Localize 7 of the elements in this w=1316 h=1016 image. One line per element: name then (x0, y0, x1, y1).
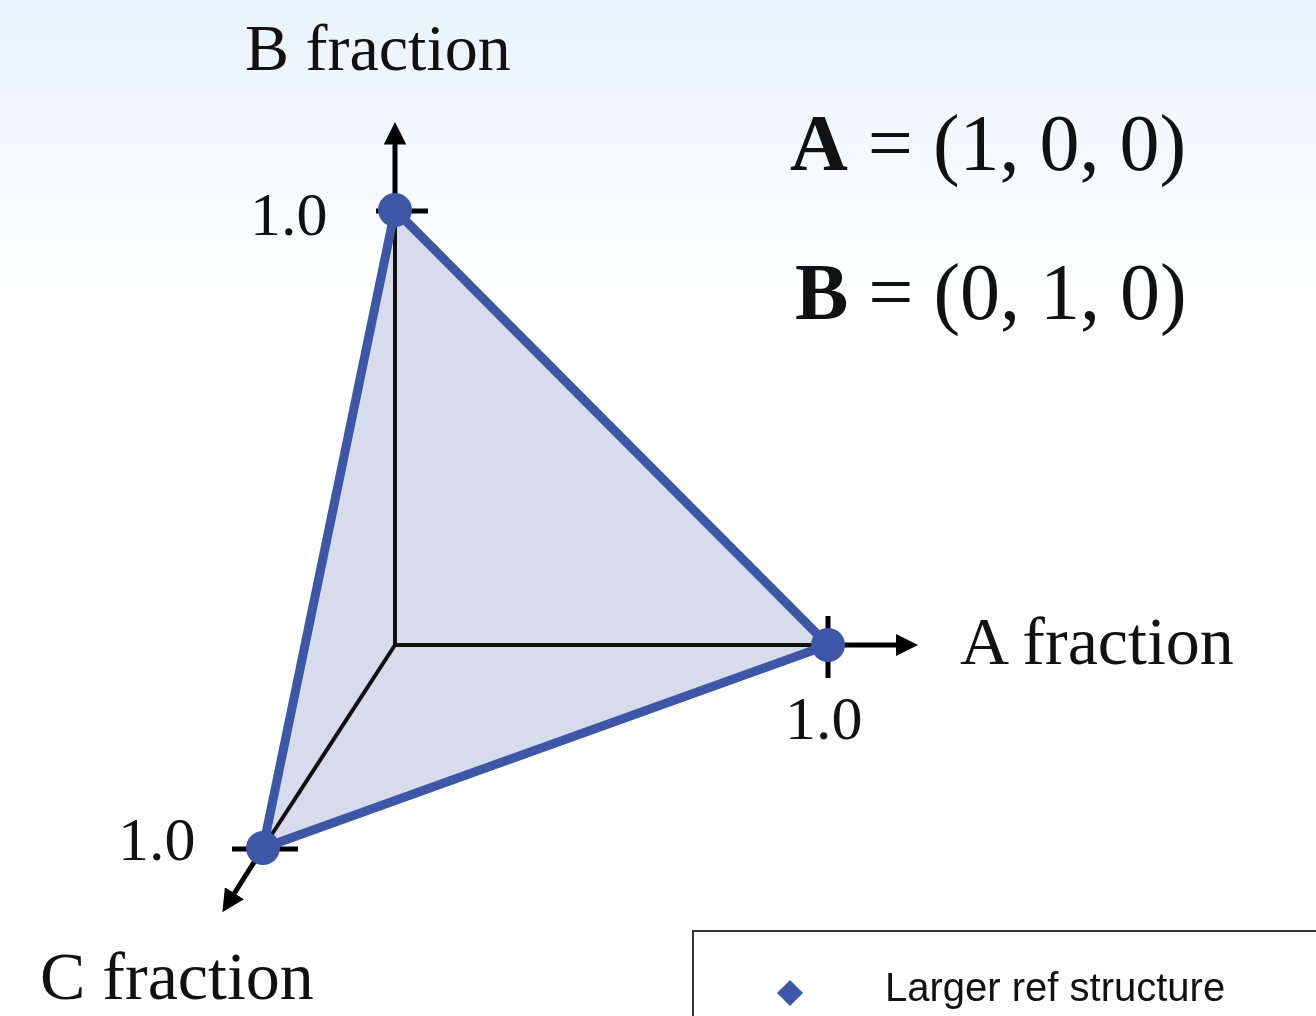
axis-label: A fraction (960, 607, 1234, 675)
tick-label: 1.0 (785, 687, 863, 749)
legend-text: Larger ref structure (885, 967, 1226, 1007)
axis-label: C fraction (40, 942, 314, 1010)
tick-label: 1.0 (118, 808, 196, 870)
axis-label: B fraction (245, 15, 511, 81)
tick-label: 1.0 (250, 183, 328, 245)
